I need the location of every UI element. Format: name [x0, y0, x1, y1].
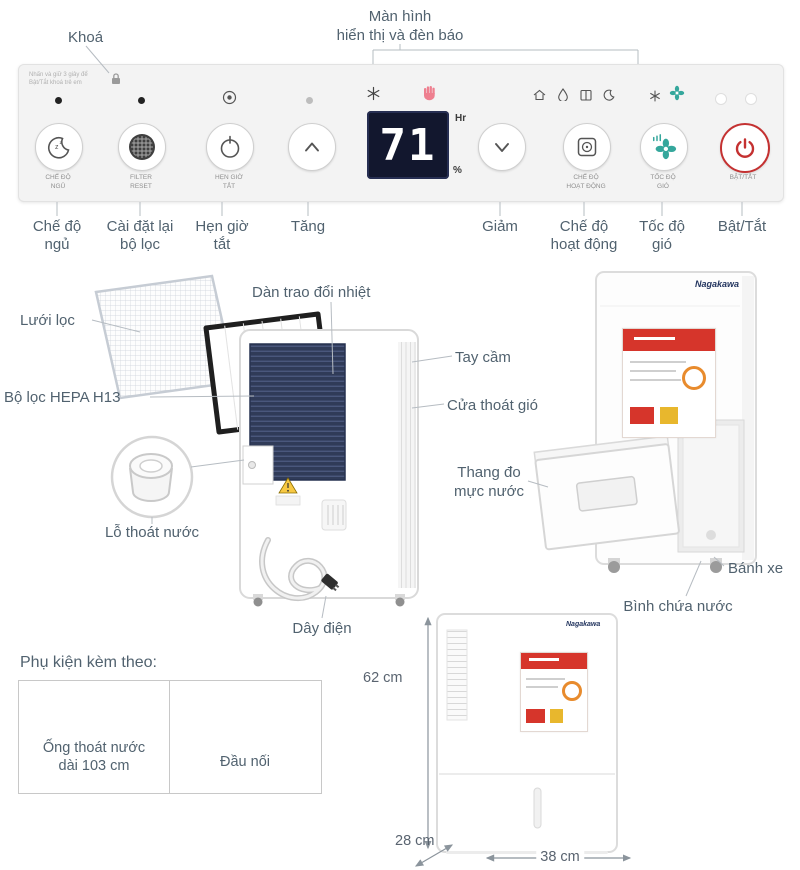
label-air-outlet: Cửa thoát gió: [447, 397, 538, 414]
wheel-art: [608, 561, 620, 573]
drop-mode-icon: [558, 88, 568, 106]
sticker-red-box: [526, 709, 545, 724]
moon-icon: zz: [47, 137, 70, 159]
sticker-badge: [681, 365, 706, 390]
display-callout: Màn hình hiển thị và đèn báo: [336, 8, 464, 44]
child-lock-note: Nhấn và giữ 3 giây để Bật/Tắt khoá trẻ e…: [29, 72, 88, 87]
brand-logo: Nagakawa: [695, 279, 740, 289]
chevron-up-icon: [305, 142, 319, 152]
lock-icon: [111, 72, 121, 90]
display-value: 71: [379, 119, 437, 171]
water-full-hand-icon: [421, 84, 439, 107]
accessories-heading: Phụ kiện kèm theo:: [20, 654, 157, 671]
dimension-depth: 28 cm: [395, 833, 435, 849]
dimension-width: 38 cm: [536, 849, 584, 865]
caption-timer-off: Hẹn giờ tắt: [195, 218, 249, 254]
label-connector: Đầu nối: [220, 754, 270, 770]
sticker-red-box: [630, 406, 655, 425]
caption-sleep: Chế độ ngủ: [32, 218, 82, 254]
caption-fan-speed: Tốc độ gió: [639, 218, 685, 254]
display-unit-hr: Hr: [455, 113, 467, 124]
caption-filter-reset: Cài đặt lại bộ lọc: [106, 218, 174, 254]
label-filter-mesh: Lưới lọc: [20, 312, 75, 329]
filter-button-label: FILTER RESET: [130, 174, 152, 191]
sticker-yellow-box: [550, 709, 564, 724]
caption-mode: Chế độ hoạt động: [550, 218, 618, 254]
decrease-button[interactable]: [478, 123, 526, 171]
sticker-line: [526, 677, 565, 680]
sleep-led-dot: [55, 97, 62, 104]
caption-decrease: Giảm: [482, 218, 518, 235]
timer-icon: [220, 135, 240, 158]
caption-power: Bật/Tắt: [717, 218, 767, 235]
water-tank-art: [533, 435, 680, 551]
label-drain-hole: Lỗ thoát nước: [104, 524, 200, 541]
sticker-line: [630, 378, 681, 381]
power-button[interactable]: [720, 123, 770, 173]
fan-button-label: TỐC ĐỘ GIÓ: [650, 174, 676, 191]
sticker-line: [630, 361, 686, 364]
filter-led-dot: [138, 97, 145, 104]
accessories-divider: [169, 681, 170, 793]
night-mode-icon: [603, 88, 615, 106]
fan-icon: [652, 134, 677, 160]
timer-off-button[interactable]: [206, 123, 254, 171]
timer-button-label: HẸN GIỜ TẮT: [215, 174, 243, 191]
display-unit-percent: %: [453, 165, 462, 176]
wheel-art: [710, 561, 722, 573]
fan-speed-button[interactable]: [640, 123, 688, 171]
mode-button-label: CHẾ ĐỘ HOẠT ĐỘNG: [566, 174, 606, 191]
led-dot: [715, 93, 727, 105]
label-heat-exchanger: Dàn trao đổi nhiệt: [252, 284, 371, 301]
sticker-header: [623, 329, 715, 351]
led-display: 71: [367, 111, 449, 179]
control-panel: Nhấn và giữ 3 giây để Bật/Tắt khoá trẻ e…: [18, 64, 784, 202]
label-water-level-gauge: Thang đo mực nước: [454, 464, 524, 500]
accessories-box: Ống thoát nước dài 103 cm Đầu nối: [18, 680, 322, 794]
sticker-yellow-box: [659, 406, 679, 425]
label-handle: Tay cầm: [455, 349, 511, 366]
power-icon: [735, 138, 755, 158]
svg-text:z: z: [55, 144, 59, 151]
leader-lines: [56, 44, 743, 619]
back-unit-sticker: [622, 328, 716, 438]
label-water-tank: Bình chứa nước: [623, 598, 733, 615]
label-hepa-filter: Bộ lọc HEPA H13: [4, 389, 121, 406]
increase-button[interactable]: [288, 123, 336, 171]
front-unit-art: [436, 613, 618, 854]
filter-grid-icon: [129, 134, 155, 160]
label-drain-hose: Ống thoát nước dài 103 cm: [42, 740, 146, 775]
snowflake-icon: [649, 89, 661, 107]
lock-callout: Khoá: [68, 29, 104, 46]
operation-mode-button[interactable]: [563, 123, 611, 171]
main-unit-art: [239, 329, 419, 607]
drain-hole-inset: [110, 435, 194, 519]
sticker-badge: [561, 681, 582, 702]
front-unit-sticker: [520, 652, 588, 732]
sticker-line: [630, 370, 677, 373]
svg-text:z: z: [60, 140, 63, 146]
mode-icon: [577, 137, 597, 157]
power-button-label: BẬT/TẮT: [729, 174, 757, 181]
dimension-height: 62 cm: [363, 670, 403, 686]
sticker-line: [526, 685, 558, 688]
label-power-cord: Dây điện: [292, 620, 352, 637]
sleep-button-label: CHẾ ĐỘ NGỦ: [45, 174, 71, 191]
label-wheel: Bánh xe: [728, 560, 784, 577]
caption-increase: Tăng: [290, 218, 326, 235]
fan-indicator-icon: [669, 85, 685, 106]
timer-target-dot: [222, 90, 237, 110]
brand-logo: Nagakawa: [566, 621, 601, 628]
plug-art: [321, 573, 340, 592]
defrost-snowflake-icon: [366, 86, 381, 106]
chevron-down-icon: [495, 143, 509, 152]
filter-reset-button[interactable]: [118, 123, 166, 171]
led-dot: [306, 97, 313, 104]
led-dot: [745, 93, 757, 105]
sticker-header: [521, 653, 587, 669]
home-mode-icon: [533, 88, 546, 106]
laundry-mode-icon: [580, 88, 592, 106]
